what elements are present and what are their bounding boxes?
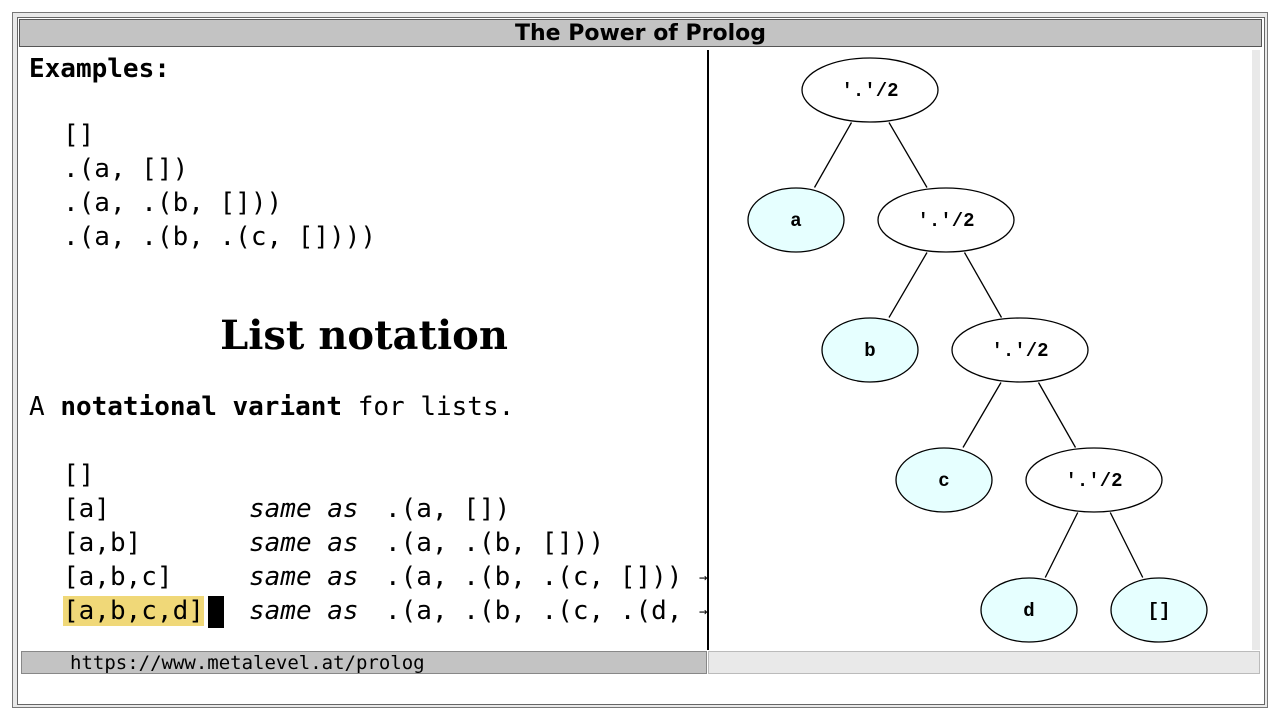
same-as-label: same as <box>249 596 359 626</box>
tree-edge <box>813 122 853 188</box>
same-as-label: same as <box>249 494 359 524</box>
example-line: .(a, .(b, .(c, []))) <box>63 222 377 252</box>
tree-node-ellipse <box>877 187 1015 253</box>
intro-sentence: A notational variant for lists. <box>29 392 514 422</box>
example-line: .(a, .(b, [])) <box>63 188 283 218</box>
tree-node-ellipse <box>801 57 939 123</box>
list-notation: [] <box>63 460 95 490</box>
tree-node-ellipse <box>1110 577 1208 643</box>
tree-node-label: b <box>864 340 875 362</box>
list-notation: [a] <box>63 494 110 524</box>
same-as-label: same as <box>249 562 359 592</box>
intro-suffix: for lists. <box>342 392 515 422</box>
tree-functor-node: '.'/2 <box>877 187 1015 253</box>
intro-bold: notational variant <box>60 392 343 422</box>
selection-highlight: [a,b,c,d] <box>63 596 204 626</box>
list-notation: [a,b,c] <box>63 562 173 592</box>
tree-leaf-node: b <box>821 317 919 383</box>
tree-functor-node: '.'/2 <box>1025 447 1163 513</box>
tree-pane: '.'/2 a '.'/2 b '.'/2 c '.'/2 d [] <box>709 50 1259 650</box>
same-as-label: same as <box>249 528 359 558</box>
list-notation: [a,b] <box>63 528 142 558</box>
tree-edges <box>813 122 1144 578</box>
list-row: [a,b] same as .(a, .(b, [])) <box>63 528 604 562</box>
right-frame-strip <box>1252 50 1260 650</box>
dot-notation: .(a, .(b, .(c, .(d, <box>385 596 683 626</box>
intro-prefix: A <box>29 392 61 422</box>
tree-node-label: a <box>790 210 801 232</box>
tree-functor-node: '.'/2 <box>951 317 1089 383</box>
tree-leaf-node: d <box>980 577 1078 643</box>
text-cursor <box>207 596 224 628</box>
tree-node-ellipse <box>980 577 1078 643</box>
status-bar-right <box>708 651 1260 674</box>
line-truncated-arrow-icon: → <box>699 604 707 620</box>
tree-edge <box>1109 512 1144 578</box>
tree-nodes: '.'/2 a '.'/2 b '.'/2 c '.'/2 d [] <box>747 57 1208 643</box>
tree-leaf-node: c <box>895 447 993 513</box>
text-pane[interactable]: Examples: [] .(a, []) .(a, .(b, [])) .(a… <box>21 50 707 650</box>
tree-node-ellipse <box>747 187 845 253</box>
tree-node-label: c <box>938 470 949 492</box>
tree-node-ellipse <box>821 317 919 383</box>
examples-heading: Examples: <box>29 54 170 84</box>
status-bar: https://www.metalevel.at/prolog <box>21 651 707 674</box>
tree-node-label: '.'/2 <box>841 80 898 102</box>
window-title: The Power of Prolog <box>19 19 1262 47</box>
list-row: [a,b,c] same as .(a, .(b, .(c, [])) <box>63 562 682 596</box>
list-row-current[interactable]: [a,b,c,d] same as .(a, .(b, .(c, .(d, <box>63 596 682 630</box>
section-title: List notation <box>220 312 508 359</box>
tree-edge <box>1037 382 1077 448</box>
dot-notation: .(a, .(b, [])) <box>385 528 605 558</box>
example-line: .(a, []) <box>63 154 189 184</box>
tree-node-label: '.'/2 <box>991 340 1048 362</box>
dot-notation: .(a, .(b, .(c, [])) <box>385 562 683 592</box>
example-line: [] <box>63 120 95 150</box>
tree-node-ellipse <box>1025 447 1163 513</box>
line-truncated-arrow-icon: → <box>699 570 707 586</box>
tree-node-ellipse <box>951 317 1089 383</box>
list-row: [a] same as .(a, []) <box>63 494 510 528</box>
tree-edge <box>962 382 1002 448</box>
tree-edge <box>1044 512 1079 578</box>
list-row: [] <box>63 460 126 494</box>
tree-leaf-node: [] <box>1110 577 1208 643</box>
status-url: https://www.metalevel.at/prolog <box>70 652 425 674</box>
tree-node-ellipse <box>895 447 993 513</box>
tree-edge <box>963 252 1003 318</box>
list-notation-current[interactable]: [a,b,c,d] <box>63 596 224 628</box>
tree-functor-node: '.'/2 <box>801 57 939 123</box>
tree-edge <box>888 122 928 188</box>
tree-leaf-node: a <box>747 187 845 253</box>
tree-node-label: d <box>1023 600 1034 622</box>
pane-divider[interactable] <box>707 50 709 650</box>
dot-notation: .(a, []) <box>385 494 511 524</box>
tree-node-label: [] <box>1148 600 1171 622</box>
list-tree-diagram: '.'/2 a '.'/2 b '.'/2 c '.'/2 d [] <box>747 57 1208 643</box>
tree-node-label: '.'/2 <box>1065 470 1122 492</box>
tree-edge <box>888 252 928 318</box>
tree-node-label: '.'/2 <box>917 210 974 232</box>
